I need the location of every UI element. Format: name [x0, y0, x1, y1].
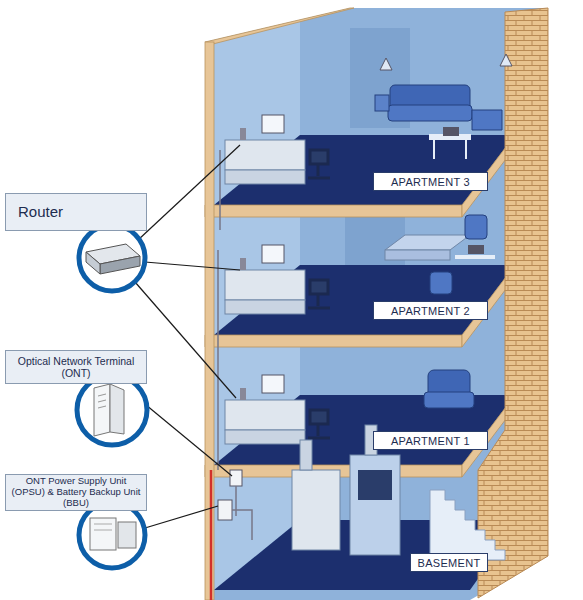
opsu-icon-circle	[79, 502, 145, 568]
node-text: ONT Power Supply Unit (OPSU) & Battery B…	[9, 476, 143, 509]
ont-icon-circle	[77, 375, 147, 445]
room-label: APARTMENT 2	[373, 301, 488, 320]
node-text: Router	[18, 203, 63, 220]
fiber-line	[210, 470, 213, 600]
router-icon-circle	[79, 225, 145, 291]
node-text: Optical Network Terminal (ONT)	[9, 355, 143, 379]
back-wall	[205, 8, 548, 600]
node-text: BASEMENT	[418, 557, 481, 569]
callout-box: Optical Network Terminal (ONT)	[5, 350, 147, 384]
room-label: BASEMENT	[410, 553, 488, 572]
floor-slab	[205, 8, 515, 477]
node-text: APARTMENT 1	[391, 435, 470, 447]
callout-box: ONT Power Supply Unit (OPSU) & Battery B…	[5, 474, 147, 511]
basement-equipment	[211, 150, 505, 600]
room-label: APARTMENT 1	[373, 431, 488, 450]
callout-box: Router	[5, 193, 147, 231]
node-text: APARTMENT 2	[391, 305, 470, 317]
conduit	[218, 150, 220, 470]
front-wall-edge	[205, 42, 214, 600]
apartment-2-furniture	[225, 215, 495, 314]
brick-wall	[478, 8, 548, 598]
apartment-3-furniture	[225, 54, 512, 184]
node-text: APARTMENT 3	[391, 176, 470, 188]
room-label: APARTMENT 3	[373, 172, 488, 191]
